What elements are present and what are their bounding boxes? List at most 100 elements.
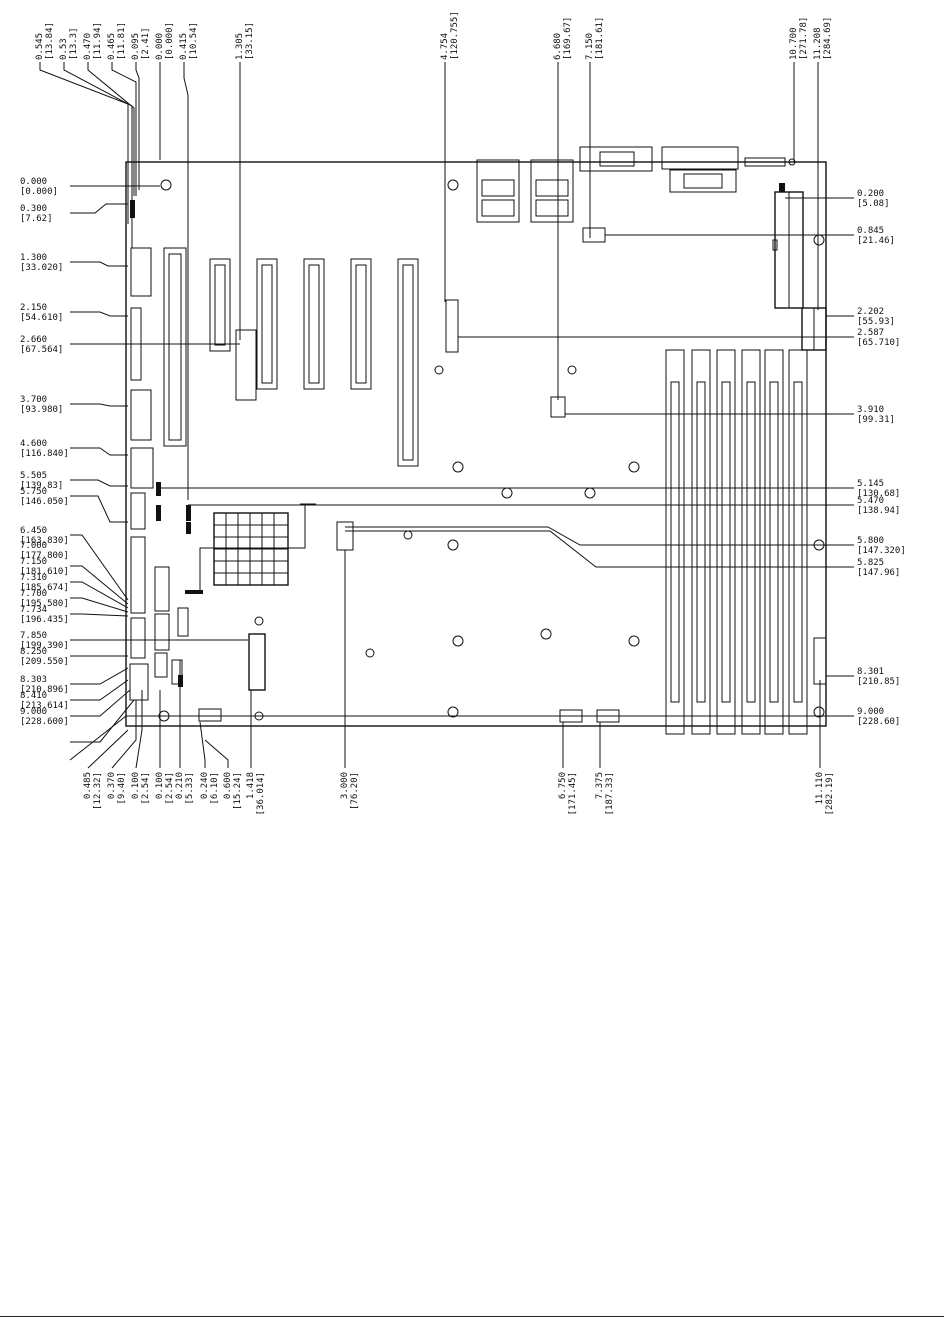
dimension-text: [116.840] (20, 449, 69, 459)
dimension-label-r7: 5.470[138.94] (857, 496, 900, 516)
small-headers (198, 227, 827, 723)
dimension-text: 0.210 (175, 772, 185, 799)
dimension-text: 5.800 (857, 536, 884, 546)
dimension-label-t7: 0.415[10.54] (179, 22, 199, 60)
dimension-text: [228.600] (20, 717, 69, 727)
dimension-label-l2: 0.300[7.62] (20, 204, 53, 224)
dimension-text: [195.580] (20, 599, 69, 609)
dimension-label-r11: 9.000[228.60] (857, 707, 900, 727)
dimension-label-t1: 0.545[13.84] (35, 22, 55, 60)
dimension-text: 1.305 (235, 33, 245, 60)
dimension-text: [65.710] (857, 338, 900, 348)
dimension-text: 4.754 (440, 33, 450, 60)
dimension-text: [13.3] (69, 27, 79, 60)
dimension-text: 0.370 (107, 772, 117, 799)
dimension-text: 0.000 (20, 177, 47, 187)
top-dimension-labels: 0.545[13.84]0.53[13.3]0.470[11.94]0.465[… (35, 11, 833, 60)
dimension-text: 10.700 (789, 27, 799, 60)
dimension-label-l13: 7.310[185.674] (20, 573, 69, 593)
dimension-text: 7.375 (595, 772, 605, 799)
dimension-label-b10: 6.750[171.45] (558, 772, 578, 815)
dimension-text: 5.145 (857, 479, 884, 489)
dimension-label-r3: 2.202[55.93] (857, 307, 895, 327)
dimension-text: [171.45] (568, 772, 578, 815)
board-outline (125, 161, 827, 727)
dimension-label-t8: 1.305[33.15] (235, 22, 255, 60)
dimension-text: [130.68] (857, 489, 900, 499)
dimension-text: [0.000] (165, 22, 175, 60)
bottom-dimension-labels: 0.485[12.32]0.370[9.40]0.100[2.54]0.100[… (83, 772, 835, 815)
dimension-text: 11.110 (815, 772, 825, 805)
dimension-label-b1: 0.485[12.32] (83, 772, 103, 810)
dimension-label-l6: 3.700[93.980] (20, 395, 63, 415)
dimension-text: [228.60] (857, 717, 900, 727)
dimension-label-l10: 6.450[163.830] (20, 526, 69, 546)
dimension-text: [146.050] (20, 497, 69, 507)
dimension-text: 2.660 (20, 335, 47, 345)
dimension-text: [7.62] (20, 214, 53, 224)
dimension-label-l17: 8.250[209.550] (20, 647, 69, 667)
dimension-label-l8: 5.505[139.83] (20, 471, 63, 491)
dimension-text: [120.755] (450, 11, 460, 60)
dimension-text: 2.150 (20, 303, 47, 313)
dimension-text: [99.31] (857, 415, 895, 425)
expansion-slots (163, 247, 419, 467)
dimension-label-l1: 0.000[0.000] (20, 177, 58, 197)
dimension-text: [177.800] (20, 551, 69, 561)
dimension-text: [210.896] (20, 685, 69, 695)
atx-power-connector (772, 183, 827, 351)
dimension-text: 0.100 (155, 772, 165, 799)
dimension-text: 5.825 (857, 558, 884, 568)
dimension-label-l20: 9.000[228.600] (20, 707, 69, 727)
dimension-label-b8: 1.418[36.014] (246, 772, 266, 815)
dimension-text: [15.24] (233, 772, 243, 810)
dimension-label-r9: 5.825[147.96] (857, 558, 900, 578)
dimension-text: 0.465 (107, 33, 117, 60)
dimension-label-b5: 0.210[5.33] (175, 772, 195, 805)
dimension-text: 0.485 (83, 772, 93, 799)
dimension-label-b2: 0.370[9.40] (107, 772, 127, 805)
dimension-label-t3: 0.470[11.94] (83, 22, 103, 60)
dimension-text: 8.410 (20, 691, 47, 701)
mounting-holes (158, 179, 825, 722)
dimension-text: [0.000] (20, 187, 58, 197)
dimension-text: 9.000 (857, 707, 884, 717)
dimension-text: 0.415 (179, 33, 189, 60)
dimension-text: [93.980] (20, 405, 63, 415)
dimension-text: 6.750 (558, 772, 568, 799)
dimension-text: [6.10] (210, 772, 220, 805)
dimension-text: [139.83] (20, 481, 63, 491)
dimension-text: 0.53 (59, 38, 69, 60)
dimension-text: [5.08] (857, 199, 890, 209)
dimension-text: [2.54] (141, 772, 151, 805)
dimension-label-l12: 7.150[181.610] (20, 557, 69, 577)
dimension-text: 0.200 (857, 189, 884, 199)
dimension-text: 0.470 (83, 33, 93, 60)
dimension-text: 7.700 (20, 589, 47, 599)
dimension-text: [5.33] (185, 772, 195, 805)
dimension-text: 0.095 (131, 33, 141, 60)
dimension-text: 0.300 (20, 204, 47, 214)
dimension-text: [11.94] (93, 22, 103, 60)
dimension-text: 7.150 (20, 557, 47, 567)
dimension-text: [2.41] (141, 27, 151, 60)
dimension-text: 4.600 (20, 439, 47, 449)
dimension-text: [21.46] (857, 236, 895, 246)
dimension-label-r1: 0.200[5.08] (857, 189, 890, 209)
dimension-text: [33.15] (245, 22, 255, 60)
dimension-text: [147.96] (857, 568, 900, 578)
dimension-text: 0.000 (155, 33, 165, 60)
dimension-label-b9: 3.000[76.20] (340, 772, 360, 810)
dimension-text: [187.33] (605, 772, 615, 815)
dimension-text: 5.470 (857, 496, 884, 506)
dimension-text: [11.81] (117, 22, 127, 60)
dimension-text: [76.20] (350, 772, 360, 810)
rear-io-ports (476, 146, 796, 223)
dimension-text: 2.587 (857, 328, 884, 338)
dimension-text: 7.850 (20, 631, 47, 641)
dimension-label-t5: 0.095[2.41] (131, 27, 151, 60)
dimension-text: 0.600 (223, 772, 233, 799)
dimension-text: 0.845 (857, 226, 884, 236)
dimension-label-l11: 7.000[177.800] (20, 541, 69, 561)
dimension-text: 7.310 (20, 573, 47, 583)
